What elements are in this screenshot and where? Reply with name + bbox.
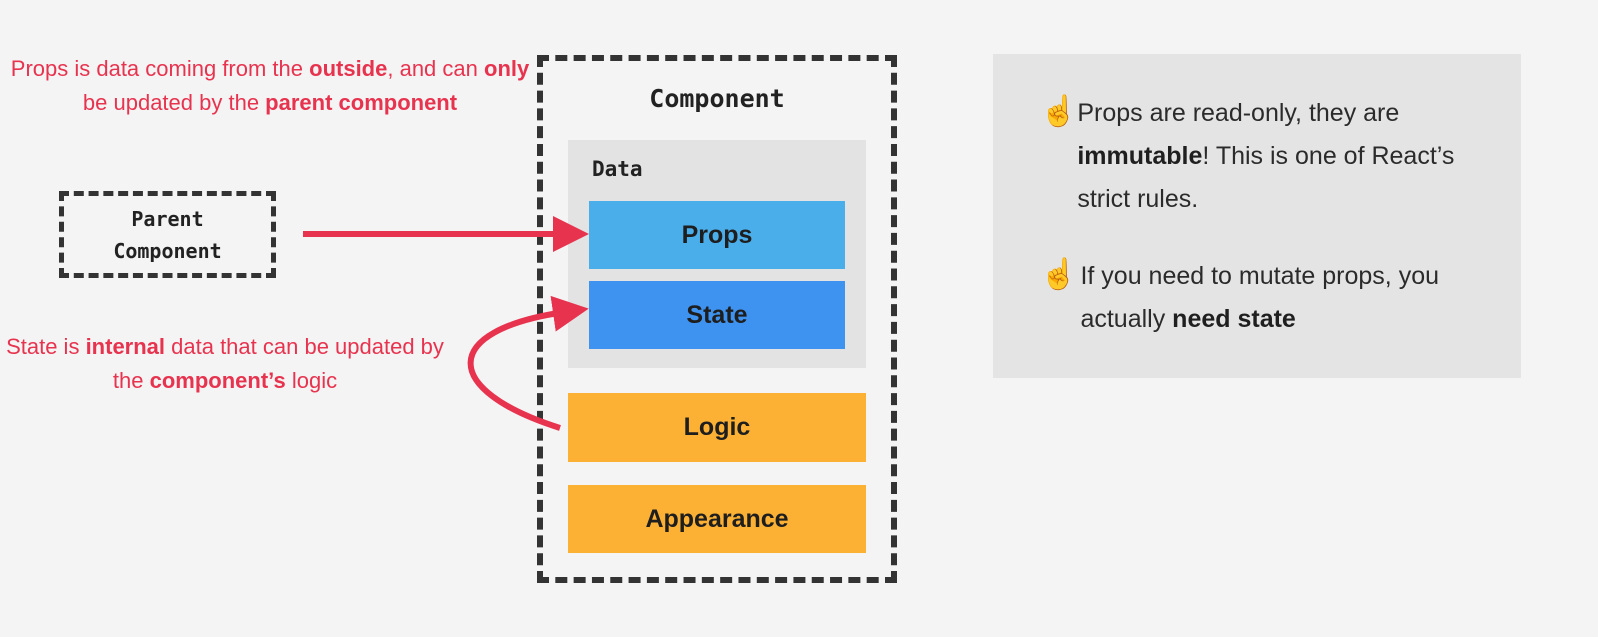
emphasis-text: only bbox=[484, 56, 530, 81]
text-segment: ! This is one of React’s strict rules. bbox=[1077, 142, 1455, 213]
rule-text: Props are read-only, they are immutable!… bbox=[1077, 92, 1500, 221]
logic-block: Logic bbox=[568, 393, 866, 462]
text-segment: Props is data coming from the bbox=[10, 56, 310, 81]
text-segment: , and can bbox=[387, 56, 484, 81]
text-segment: Props are read-only, they are bbox=[1077, 99, 1400, 127]
rule-text: If you need to mutate props, you actuall… bbox=[1080, 255, 1500, 341]
rule-item: ☝️ Props are read-only, they are immutab… bbox=[1040, 92, 1500, 221]
text-segment: If you need to mutate props, you actuall… bbox=[1080, 262, 1440, 333]
emphasis-text: outside bbox=[309, 56, 388, 81]
props-block: Props bbox=[589, 201, 845, 269]
state-explanation-note: State is internal data that can be updat… bbox=[0, 330, 450, 398]
pointing-finger-icon: ☝️ bbox=[1040, 95, 1078, 128]
parent-component-box: Parent Component bbox=[59, 191, 276, 278]
emphasis-text: immutable bbox=[1077, 142, 1203, 170]
rule-item: ☝️ If you need to mutate props, you actu… bbox=[1040, 255, 1500, 341]
text-segment: logic bbox=[285, 368, 338, 393]
state-block: State bbox=[589, 281, 845, 349]
emphasis-text: internal bbox=[85, 334, 166, 359]
text-segment: data that can be updated by the bbox=[112, 334, 444, 393]
props-explanation-note: Props is data coming from the outside, a… bbox=[0, 52, 540, 120]
data-label: Data bbox=[592, 157, 643, 181]
text-segment: be updated by the bbox=[82, 90, 266, 115]
emphasis-text: parent component bbox=[265, 90, 458, 115]
emphasis-text: component’s bbox=[149, 368, 286, 393]
component-title: Component bbox=[649, 84, 785, 113]
emphasis-text: need state bbox=[1172, 305, 1296, 333]
appearance-block: Appearance bbox=[568, 485, 866, 553]
text-segment: State is bbox=[6, 334, 86, 359]
rules-panel bbox=[993, 54, 1521, 378]
pointing-finger-icon: ☝️ bbox=[1040, 258, 1078, 291]
